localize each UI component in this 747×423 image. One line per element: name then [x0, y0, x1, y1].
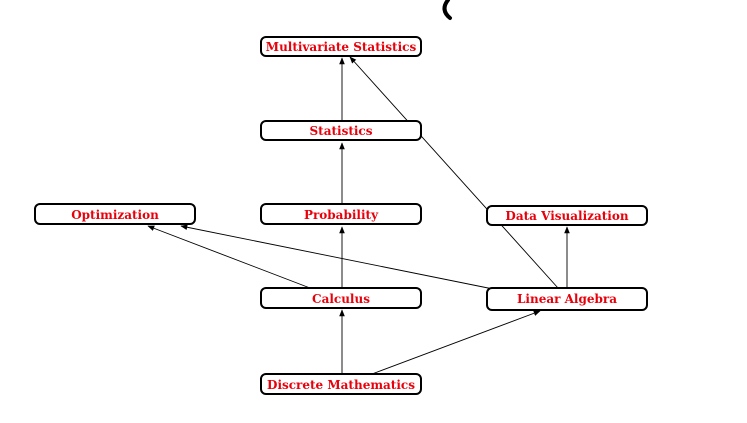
node-label: Probability — [304, 208, 379, 222]
node-label: Optimization — [71, 208, 159, 222]
edge-discrete-mathematics-to-linear-algebra — [371, 310, 541, 375]
node-data-visualization: Data Visualization — [486, 205, 648, 226]
edges — [147, 56, 570, 375]
node-optimization: Optimization — [34, 203, 196, 225]
node-label: Discrete Mathematics — [267, 378, 415, 392]
node-label: Multivariate Statistics — [266, 40, 417, 54]
node-label: Linear Algebra — [517, 292, 617, 306]
node-statistics: Statistics — [260, 120, 422, 141]
edge-linear-algebra-to-optimization — [180, 224, 499, 291]
node-box — [486, 287, 648, 311]
node-box — [486, 205, 648, 226]
node-label: Data Visualization — [505, 209, 628, 223]
node-label: Statistics — [309, 124, 372, 138]
node-calculus: Calculus — [260, 287, 422, 309]
edge-linear-algebra-to-multivariate-statistics — [349, 56, 559, 289]
node-label: Calculus — [312, 292, 370, 306]
cropped-glyph — [442, 0, 452, 20]
node-box — [260, 287, 422, 309]
node-box — [260, 373, 422, 395]
edge-calculus-to-optimization — [147, 225, 311, 289]
node-box — [260, 120, 422, 141]
node-multivariate-statistics: Multivariate Statistics — [260, 36, 422, 57]
node-discrete-mathematics: Discrete Mathematics — [260, 373, 422, 395]
node-probability: Probability — [260, 203, 422, 225]
node-box — [260, 203, 422, 225]
node-box — [260, 36, 422, 57]
node-box — [34, 203, 196, 225]
node-linear-algebra: Linear Algebra — [486, 287, 648, 311]
